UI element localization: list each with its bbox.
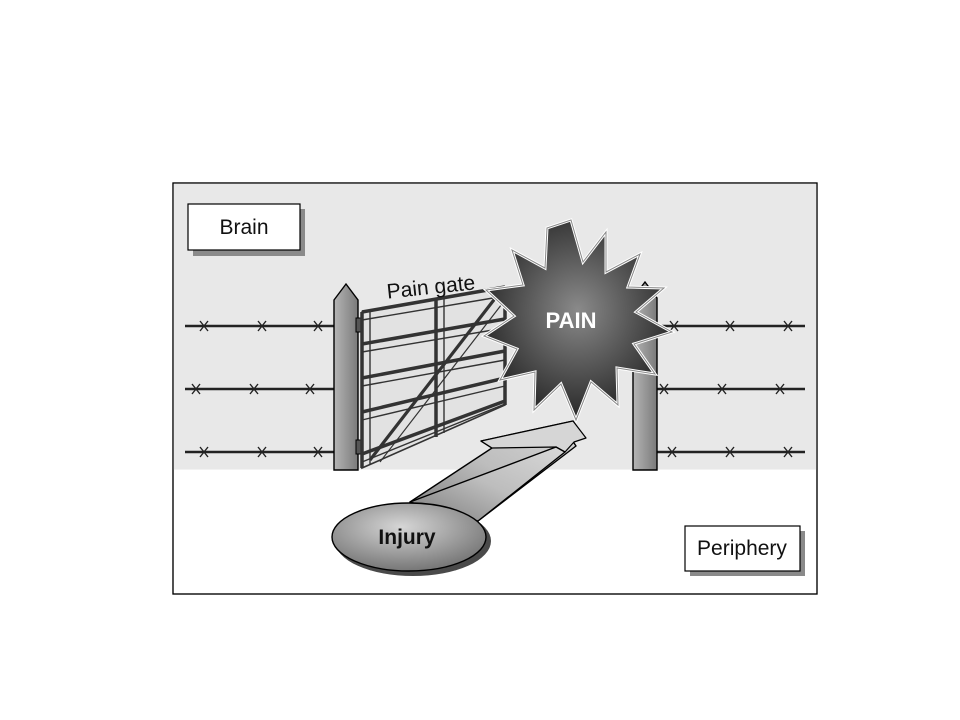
pain-label: PAIN	[546, 308, 597, 333]
brain-label: Brain	[219, 216, 268, 239]
pain-gate	[360, 285, 507, 470]
right-fence-barbs	[659, 320, 793, 458]
injury-arrow-head	[480, 420, 587, 453]
left-gate-post	[333, 282, 359, 471]
injury-node: Injury	[331, 502, 491, 576]
periphery-label-box: Periphery	[684, 525, 805, 576]
brain-label-box: Brain	[187, 203, 305, 256]
diagram-frame	[172, 182, 818, 595]
periphery-label: Periphery	[697, 537, 787, 560]
pain-burst: PAIN	[480, 218, 676, 424]
injury-label: Injury	[378, 526, 435, 549]
left-fence-barbs	[191, 320, 323, 458]
